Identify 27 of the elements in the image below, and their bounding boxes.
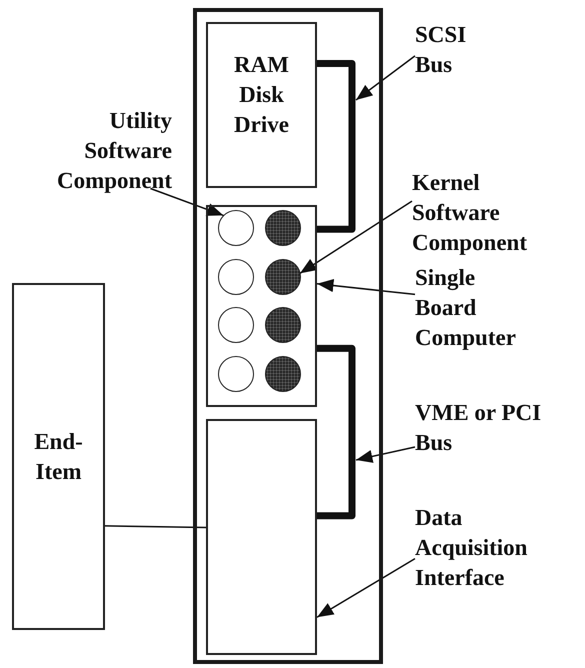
callout-label: Data Acquisition Interface — [415, 503, 528, 593]
hollow-circle — [218, 210, 254, 246]
leader-arrow — [150, 188, 224, 216]
shaded-circle — [265, 356, 301, 392]
leader-arrow — [316, 558, 416, 618]
interface-card-box — [206, 419, 317, 655]
callout-label: Kernel Software Component — [412, 168, 528, 258]
bus-line — [317, 344, 356, 520]
leader-arrow — [356, 55, 416, 101]
hollow-circle — [218, 356, 254, 392]
callout-label: Single Board Computer — [415, 263, 516, 353]
leader-arrow — [356, 446, 416, 463]
leader-arrow — [300, 200, 412, 274]
hollow-circle — [218, 307, 254, 343]
module-box: RAM Disk Drive — [206, 22, 317, 188]
module-box: End-Item — [12, 283, 105, 630]
hollow-circle — [218, 259, 254, 295]
callout-label: SCSI Bus — [415, 20, 466, 80]
shaded-circle — [265, 210, 301, 246]
shaded-circle — [265, 259, 301, 295]
connector-line — [104, 525, 206, 528]
leader-arrow — [316, 279, 416, 296]
callout-label: Utility Software Component — [18, 106, 172, 196]
card-cage-frame — [193, 8, 383, 664]
shaded-circle — [265, 307, 301, 343]
callout-label: VME or PCI Bus — [415, 398, 547, 458]
circuit-board-box — [206, 205, 317, 407]
